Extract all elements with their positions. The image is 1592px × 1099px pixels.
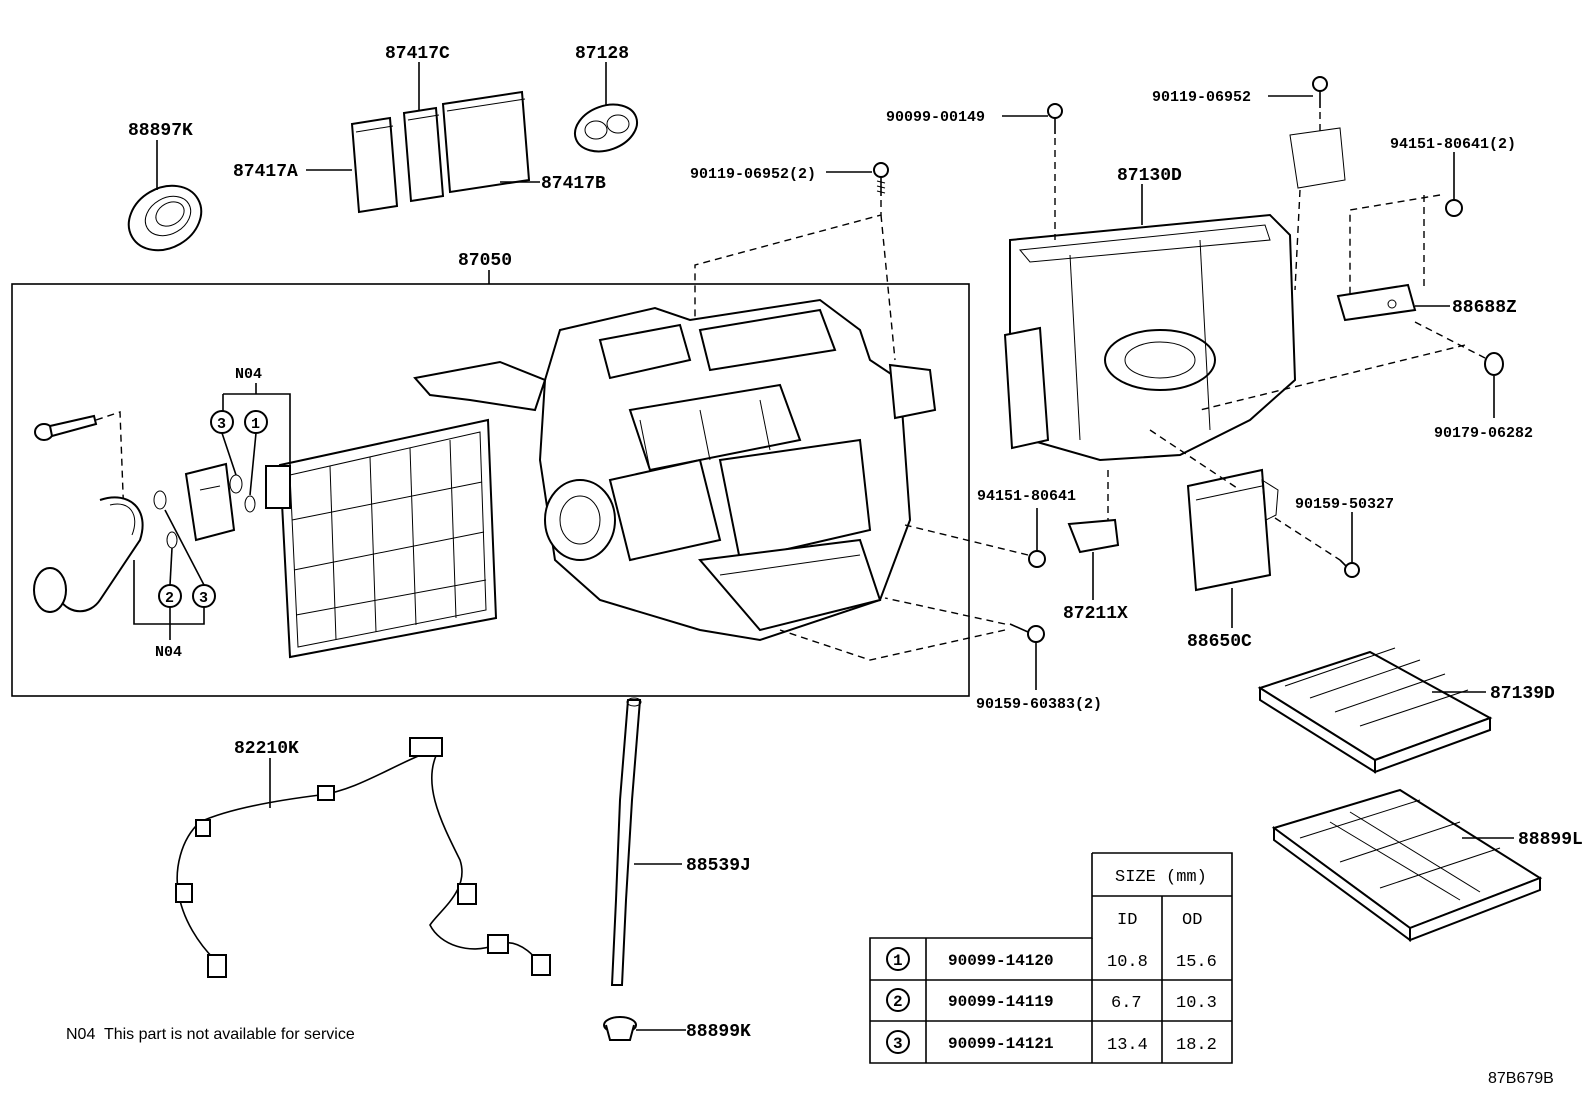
gasket-87128-drawing — [574, 103, 638, 153]
screw-90159-50327-drawing — [1339, 559, 1360, 578]
table-row3-mark: 3 — [893, 1035, 903, 1053]
hvac-unit-drawing — [413, 298, 937, 642]
label-87050[interactable]: 87050 — [458, 251, 512, 271]
o-ring-b — [244, 495, 256, 513]
refrigerant-pipe-drawing — [33, 496, 144, 613]
footnote-n04: N04 This part is not available for servi… — [66, 1026, 355, 1043]
diagram-code: 87B679B — [1488, 1070, 1554, 1087]
table-row2-id: 6.7 — [1111, 994, 1142, 1013]
table-row3-od: 18.2 — [1176, 1036, 1217, 1055]
label-90159-50327[interactable]: 90159-50327 — [1295, 496, 1394, 513]
clip-90179-drawing — [1484, 352, 1504, 376]
bracket-drawing — [1289, 112, 1346, 189]
label-87139D[interactable]: 87139D — [1490, 684, 1555, 704]
table-row3-part[interactable]: 90099-14121 — [948, 1035, 1054, 1053]
label-n04-bottom: N04 — [155, 644, 182, 661]
expansion-valve-drawing — [184, 462, 236, 542]
table-header-od: OD — [1182, 911, 1202, 930]
blower-unit-87130D-drawing — [1003, 213, 1297, 462]
seal-88897K-drawing — [127, 184, 203, 252]
table-row1-part[interactable]: 90099-14120 — [948, 952, 1054, 970]
label-88897K[interactable]: 88897K — [128, 121, 193, 141]
callout-2-bottom: 2 — [165, 590, 174, 607]
callout-3-top: 3 — [217, 416, 226, 433]
screw-90119-2-drawing — [873, 162, 889, 196]
table-row1-od: 15.6 — [1176, 953, 1217, 972]
label-88899K[interactable]: 88899K — [686, 1022, 751, 1042]
wire-harness-82210K-drawing — [175, 737, 551, 978]
filter-87139D-drawing — [1257, 647, 1493, 774]
o-ring-a — [229, 474, 243, 494]
label-94151-80641[interactable]: 94151-80641 — [977, 488, 1076, 505]
label-88650C[interactable]: 88650C — [1187, 632, 1252, 652]
label-87128[interactable]: 87128 — [575, 44, 629, 64]
o-ring-d — [166, 531, 178, 549]
drain-hose-88539J-drawing — [610, 697, 642, 986]
label-90119-06952-2[interactable]: 90119-06952(2) — [690, 166, 816, 183]
label-82210K[interactable]: 82210K — [234, 739, 299, 759]
bracket-88688Z-drawing — [1336, 283, 1417, 322]
callout-3-bottom: 3 — [199, 590, 208, 607]
label-87211X[interactable]: 87211X — [1063, 604, 1128, 624]
o-ring-c — [153, 490, 167, 510]
label-87417A[interactable]: 87417A — [233, 162, 298, 182]
label-87417C[interactable]: 87417C — [385, 44, 450, 64]
bolt-drawing — [34, 414, 98, 441]
label-90159-60383-2[interactable]: 90159-60383(2) — [976, 696, 1102, 713]
table-row2-od: 10.3 — [1176, 994, 1217, 1013]
size-table: SIZE (mm) ID OD 1 90099-14120 10.8 15.6 … — [869, 852, 1233, 1064]
control-module-88650C-drawing — [1186, 468, 1279, 592]
table-row1-mark: 1 — [893, 952, 903, 970]
label-n04-top: N04 — [235, 366, 262, 383]
plate-87211X-drawing — [1067, 518, 1120, 554]
table-header-id: ID — [1117, 911, 1137, 930]
label-87417B[interactable]: 87417B — [541, 174, 606, 194]
label-88899L[interactable]: 88899L — [1518, 830, 1583, 850]
table-row2-mark: 2 — [893, 993, 903, 1011]
table-row3-id: 13.4 — [1107, 1036, 1148, 1055]
screw-90099-00149-drawing — [1047, 103, 1063, 134]
screw-90159-60383-drawing — [1009, 623, 1045, 643]
label-94151-80641-2[interactable]: 94151-80641(2) — [1390, 136, 1516, 153]
label-90179-06282[interactable]: 90179-06282 — [1434, 425, 1533, 442]
assembly-87050-frame — [11, 283, 970, 697]
label-88539J[interactable]: 88539J — [686, 856, 751, 876]
nut-94151-2-drawing — [1445, 199, 1463, 217]
label-90099-00149[interactable]: 90099-00149 — [886, 109, 985, 126]
callout-1-top: 1 — [251, 416, 260, 433]
evaporator-core-drawing — [265, 418, 498, 659]
table-row2-part[interactable]: 90099-14119 — [948, 993, 1054, 1011]
table-header-size: SIZE (mm) — [1115, 868, 1207, 887]
label-88688Z[interactable]: 88688Z — [1452, 298, 1517, 318]
label-90119-06952[interactable]: 90119-06952 — [1152, 89, 1251, 106]
screw-90119-06952-drawing — [1312, 76, 1328, 108]
table-row1-id: 10.8 — [1107, 953, 1148, 972]
filter-frame-88899L-drawing — [1271, 788, 1543, 942]
grommet-88899K-drawing — [603, 1016, 637, 1041]
label-87130D[interactable]: 87130D — [1117, 166, 1182, 186]
filter-set-87417-drawing — [350, 90, 531, 214]
nut-94151-drawing — [1028, 550, 1046, 568]
